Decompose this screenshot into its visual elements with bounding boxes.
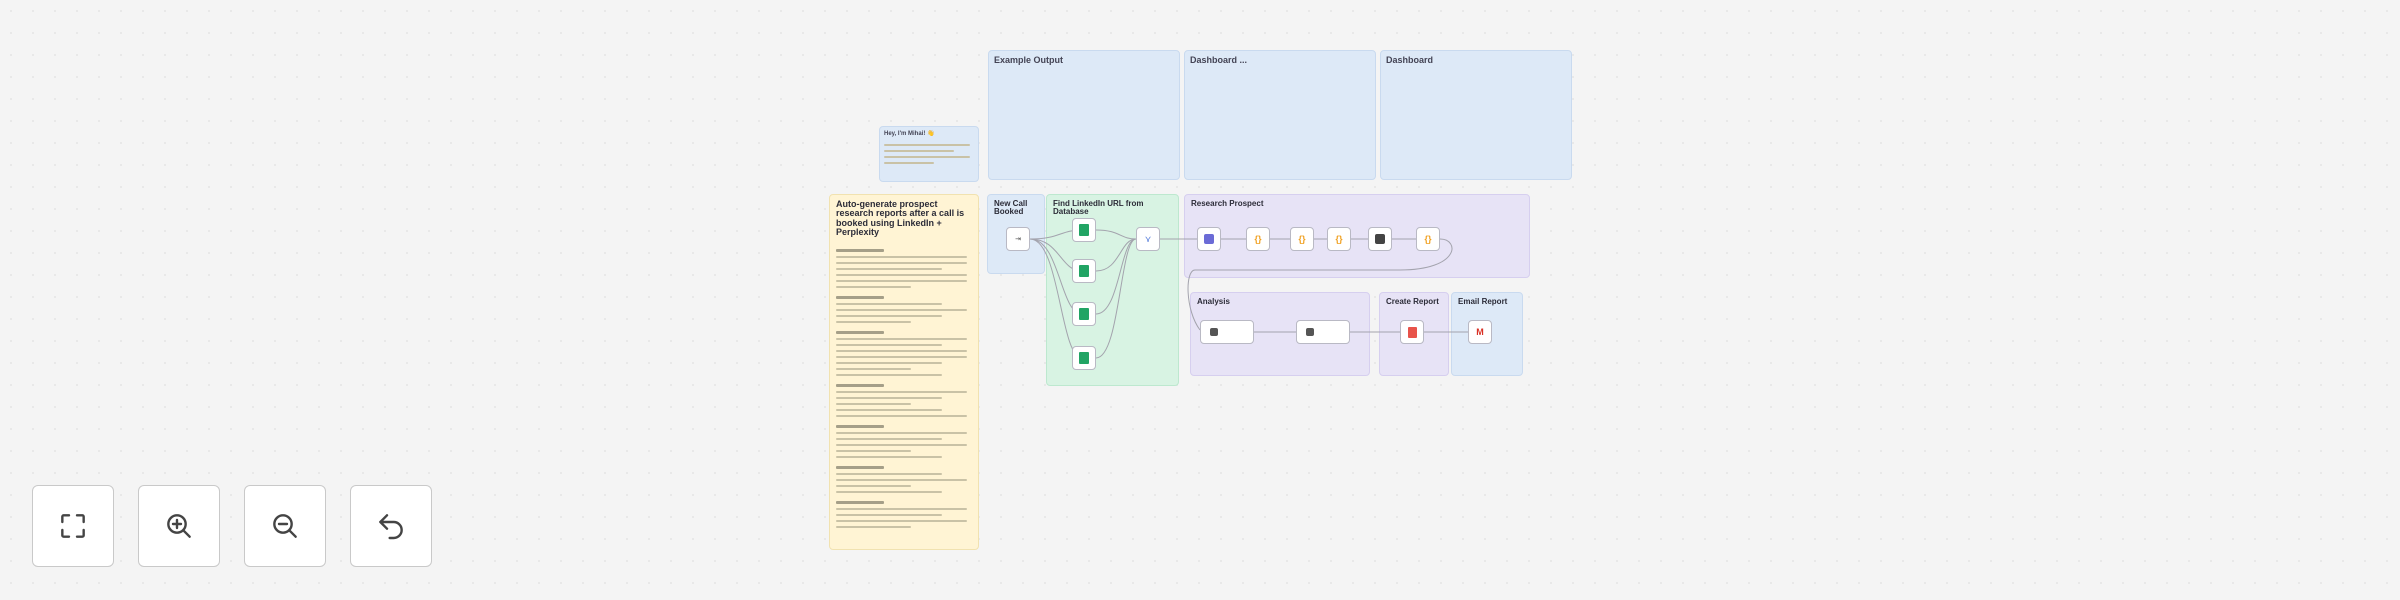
sticky-title: Dashboard <box>1386 55 1434 65</box>
gmail-node[interactable]: M <box>1468 320 1492 344</box>
webhook-trigger-node[interactable]: ⇥ <box>1006 227 1030 251</box>
sticky-title: Research Prospect <box>1191 199 1264 208</box>
sticky-top-3[interactable]: Dashboard <box>1380 50 1572 180</box>
code-node-1[interactable]: {} <box>1246 227 1270 251</box>
ai-agent-node-1[interactable] <box>1368 227 1392 251</box>
sticky-description[interactable]: Auto-generate prospect research reports … <box>829 194 979 550</box>
code-node-3[interactable]: {} <box>1327 227 1351 251</box>
merge-node[interactable]: ⋎ <box>1136 227 1160 251</box>
google-sheets-node-1[interactable] <box>1072 218 1096 242</box>
merge-icon: ⋎ <box>1144 233 1152 244</box>
code-node-2[interactable]: {} <box>1290 227 1314 251</box>
sticky-title: Find LinkedIn URL from Database <box>1053 199 1144 217</box>
http-request-icon <box>1204 234 1214 244</box>
google-sheets-icon <box>1079 308 1089 320</box>
sticky-find-linkedin[interactable]: Find LinkedIn URL from Database <box>1046 194 1179 386</box>
google-docs-icon <box>1407 326 1417 338</box>
ai-agent-icon <box>1210 328 1218 336</box>
sticky-title: Email Report <box>1458 297 1508 306</box>
ai-agent-node-2[interactable] <box>1200 320 1254 344</box>
google-docs-node[interactable] <box>1400 320 1424 344</box>
zoom-out-icon <box>273 514 297 538</box>
ai-agent-icon <box>1306 328 1314 336</box>
sticky-intro-note[interactable]: Hey, I'm Mihai! 👋 <box>879 126 979 182</box>
sticky-title: Create Report <box>1386 297 1439 306</box>
fit-view-icon <box>61 514 85 538</box>
google-sheets-icon <box>1079 265 1089 277</box>
webhook-icon: ⇥ <box>1015 235 1021 243</box>
sticky-top-2[interactable]: Dashboard ... <box>1184 50 1376 180</box>
sticky-research-prospect[interactable]: Research Prospect <box>1184 194 1530 278</box>
canvas-controls <box>32 485 432 567</box>
sticky-example-output[interactable]: Example Output <box>988 50 1180 180</box>
google-sheets-icon <box>1079 224 1089 236</box>
sticky-main-title: Auto-generate prospect research reports … <box>836 199 965 238</box>
zoom-out-button[interactable] <box>244 485 326 567</box>
code-icon: {} <box>1424 233 1432 244</box>
http-request-node[interactable] <box>1197 227 1221 251</box>
sticky-title: New Call Booked <box>994 199 1028 217</box>
code-icon: {} <box>1298 233 1306 244</box>
zoom-in-button[interactable] <box>138 485 220 567</box>
undo-icon <box>379 514 403 540</box>
fit-view-button[interactable] <box>32 485 114 567</box>
code-node-4[interactable]: {} <box>1416 227 1440 251</box>
google-sheets-node-4[interactable] <box>1072 346 1096 370</box>
sticky-title: Hey, I'm Mihai! 👋 <box>884 131 935 137</box>
google-sheets-node-3[interactable] <box>1072 302 1096 326</box>
ai-agent-icon <box>1375 234 1385 244</box>
gmail-icon: M <box>1476 326 1484 337</box>
code-icon: {} <box>1254 233 1262 244</box>
ai-agent-node-3[interactable] <box>1296 320 1350 344</box>
sticky-title: Example Output <box>994 55 1064 65</box>
zoom-in-icon <box>167 514 191 538</box>
google-sheets-node-2[interactable] <box>1072 259 1096 283</box>
undo-button[interactable] <box>350 485 432 567</box>
sticky-title: Dashboard ... <box>1190 55 1248 65</box>
code-icon: {} <box>1335 233 1343 244</box>
google-sheets-icon <box>1079 352 1089 364</box>
sticky-title: Analysis <box>1197 297 1230 306</box>
